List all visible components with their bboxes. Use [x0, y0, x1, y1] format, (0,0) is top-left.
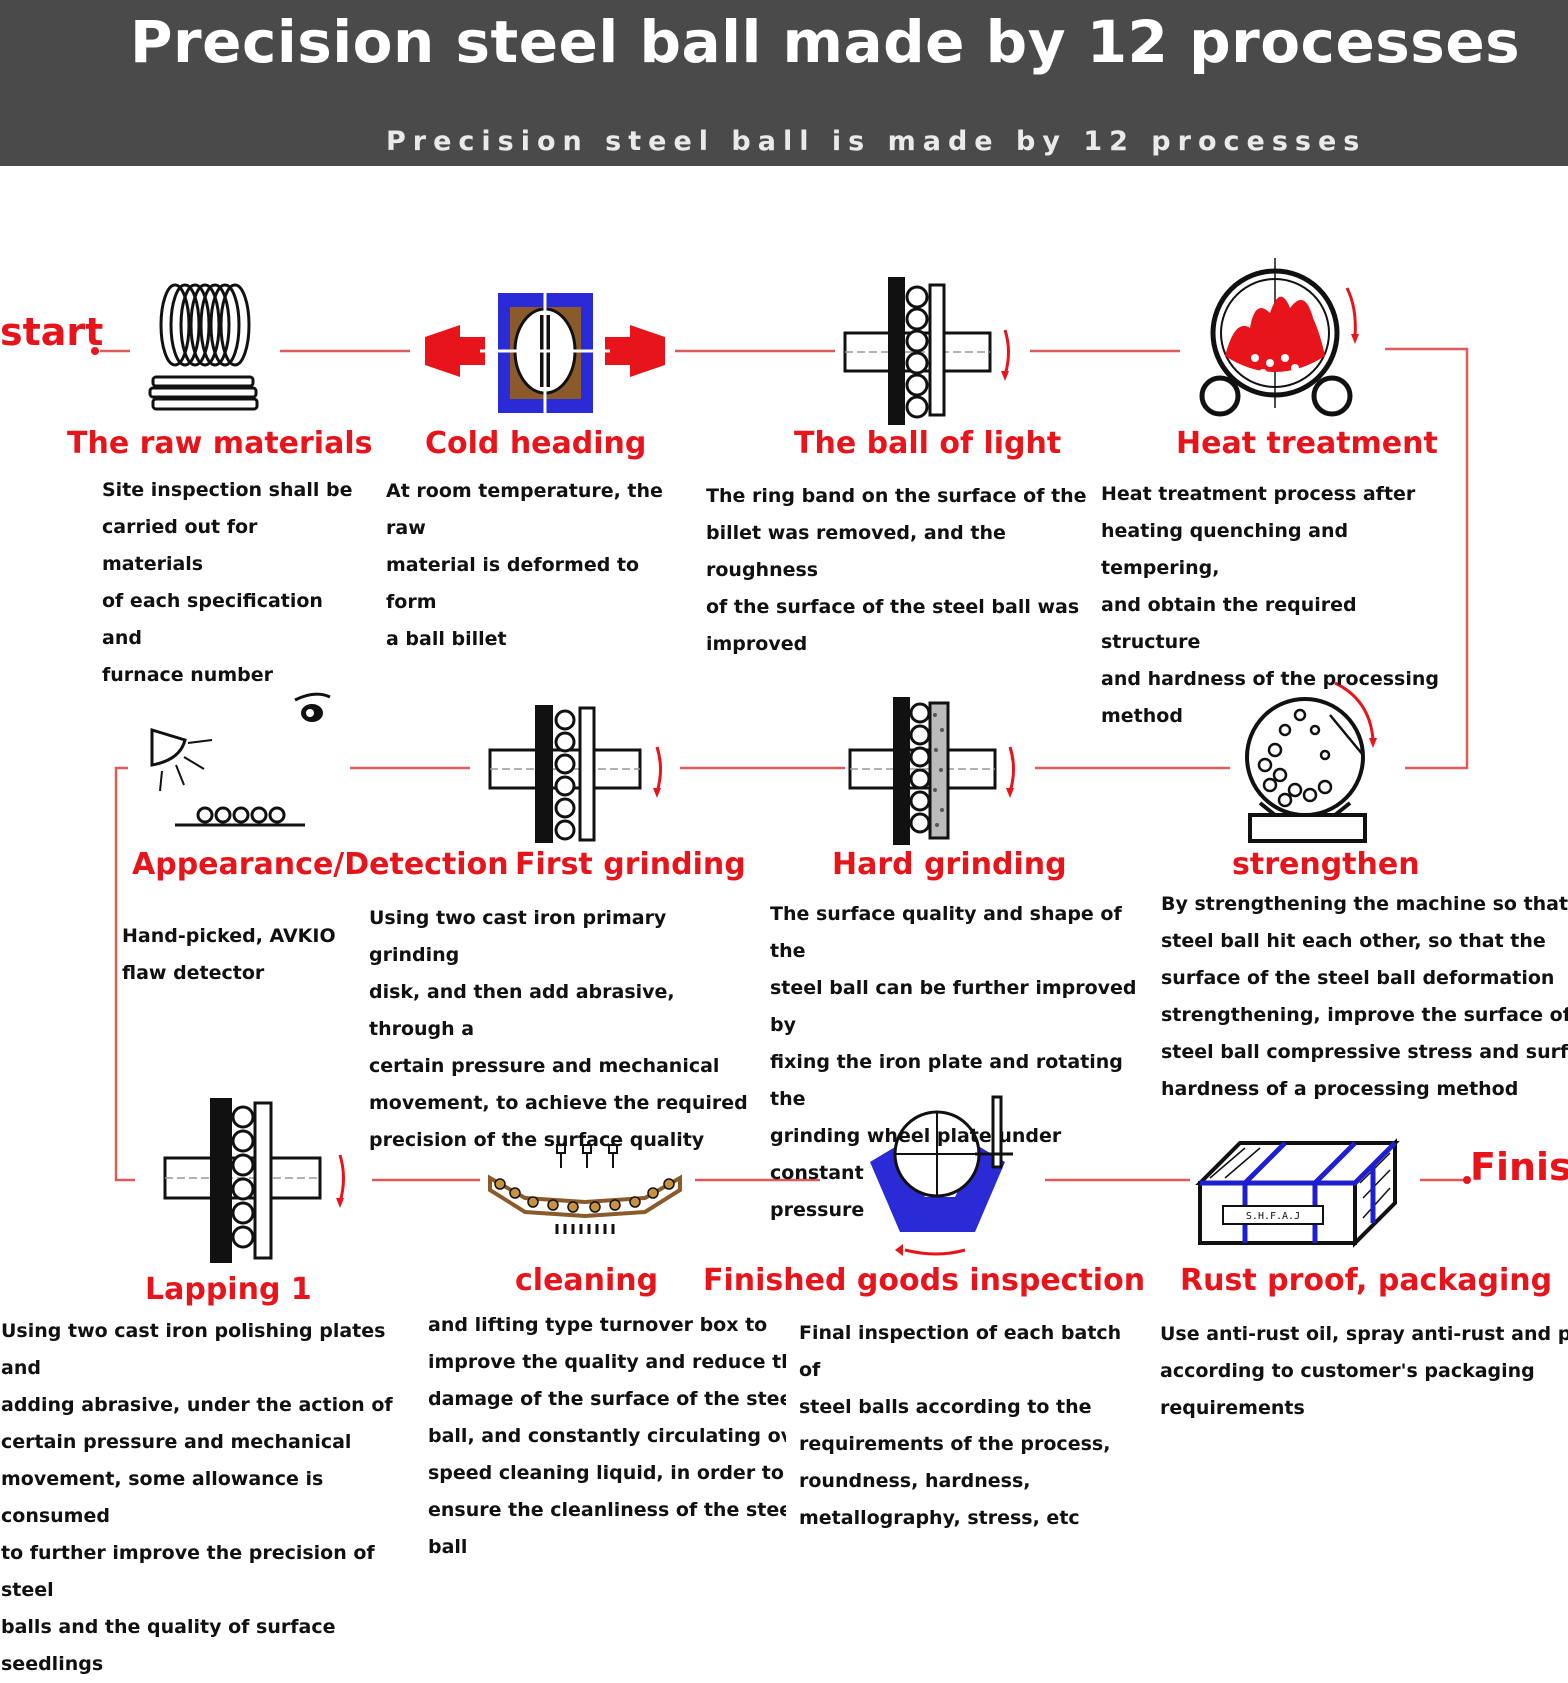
header-banner: Precision steel ball made by 12 processe… [0, 0, 1568, 166]
inspection-v-block-icon [870, 1095, 1013, 1256]
grinding-plates-icon [843, 277, 1010, 425]
step-desc-first-grinding: Using two cast iron primary grinding dis… [369, 907, 748, 1151]
step-title-cleaning: cleaning [515, 1263, 659, 1298]
start-dot [91, 347, 99, 355]
page-title: Precision steel ball made by 12 processe… [130, 8, 1521, 76]
step-title-first-grinding: First grinding [515, 847, 746, 882]
start-label: start [0, 310, 104, 354]
furnace-drum-icon [1199, 258, 1359, 417]
step-title-heat-treatment: Heat treatment [1176, 426, 1438, 461]
box-label: S.H.F.A.J [1246, 1211, 1300, 1222]
step-desc-cold-heading: At room temperature, the raw material is… [386, 480, 663, 650]
process-flow-lines [91, 347, 1471, 1184]
package-box-icon: S.H.F.A.J [1195, 1138, 1400, 1248]
grinding-plates-icon [163, 1098, 345, 1263]
step-desc-strengthen: By strengthening the machine so that the… [1161, 893, 1568, 1100]
step-desc-raw-materials: Site inspection shall be carried out for… [102, 479, 353, 686]
finish-dot [1463, 1176, 1471, 1184]
step-title-raw-materials: The raw materials [67, 426, 373, 461]
step-desc-lapping: Using two cast iron polishing plates and… [1, 1320, 393, 1675]
flow-line [1385, 347, 1469, 770]
step-title-hard-grinding: Hard grinding [832, 847, 1067, 882]
conveyor-cleaning-icon [488, 1144, 682, 1234]
step-title-rust-proof-packaging: Rust proof, packaging [1180, 1263, 1553, 1298]
finish-label: Finish [1470, 1145, 1568, 1189]
step-title-strengthen: strengthen [1232, 847, 1420, 882]
step-desc-appearance-detection: Hand-picked, AVKIO flaw detector [122, 925, 336, 984]
step-title-appearance-detection: Appearance/Detection [132, 847, 509, 882]
cold-heading-die-icon [425, 285, 665, 415]
strengthening-drum-icon [1245, 681, 1377, 843]
step-title-lapping: Lapping 1 [145, 1272, 312, 1307]
hard-grinding-plates-icon [848, 697, 1015, 845]
step-desc-heat-treatment: Heat treatment process after heating que… [1101, 483, 1440, 727]
step-desc-ball-of-light: The ring band on the surface of the bill… [706, 485, 1087, 655]
step-title-ball-of-light: The ball of light [794, 426, 1062, 461]
step-desc-hard-grinding: The surface quality and shape of the ste… [770, 903, 1137, 1221]
step-desc-rust-proof-packaging: Use anti-rust oil, spray anti-rust and p… [1160, 1323, 1568, 1419]
flow-line [114, 766, 135, 1182]
step-title-cold-heading: Cold heading [425, 426, 647, 461]
grinding-plates-icon [488, 705, 662, 843]
step-desc-cleaning: and lifting type turnover box to improve… [428, 1314, 786, 1558]
lamp-detection-icon [150, 692, 331, 827]
step-desc-finished-goods-inspection: Final inspection of each batch of steel … [799, 1322, 1122, 1529]
page-subtitle: Precision steel ball is made by 12 proce… [386, 126, 1367, 157]
wire-coil-icon [148, 283, 259, 411]
step-title-finished-goods-inspection: Finished goods inspection [703, 1263, 1146, 1298]
